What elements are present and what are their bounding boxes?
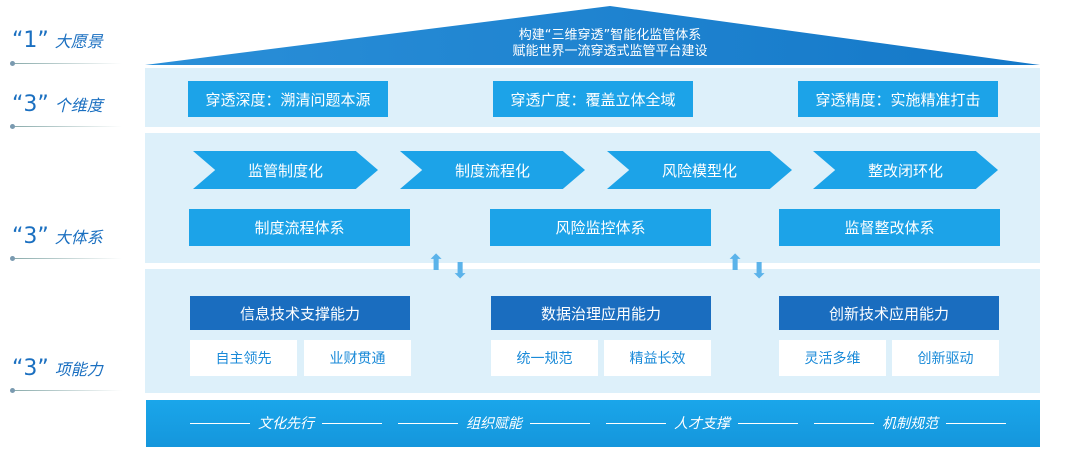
- arrow-down-icon: ⬇: [451, 259, 470, 284]
- capability-item: 精益长效: [604, 340, 711, 376]
- dimension-box: 穿透精度：实施精准打击: [798, 81, 998, 117]
- roof-text: 构建“三维穿透”智能化监管体系 赋能世界一流穿透式监管平台建设: [440, 28, 780, 60]
- label-num: “3”: [12, 92, 49, 117]
- process-step: 风险模型化: [607, 151, 792, 189]
- label-num: “1”: [12, 28, 49, 53]
- capability-title: 数据治理应用能力: [491, 296, 711, 330]
- system-box: 制度流程体系: [189, 209, 410, 246]
- foundation-item: 人才支撑: [606, 413, 798, 433]
- arrow-up-icon: ⬆: [726, 251, 745, 276]
- capability-title: 信息技术支撑能力: [190, 296, 410, 330]
- foundation-text: 人才支撑: [674, 416, 730, 432]
- label-text: 大愿景: [54, 32, 103, 51]
- label-num: “3”: [12, 356, 49, 381]
- system-box: 风险监控体系: [490, 209, 711, 246]
- label-text: 项能力: [54, 360, 103, 379]
- label-text: 大体系: [54, 228, 103, 247]
- label-vision: “1” 大愿景: [12, 28, 103, 53]
- label-capabilities: “3” 项能力: [12, 356, 103, 381]
- foundation-text: 机制规范: [882, 416, 938, 432]
- label-num: “3”: [12, 224, 49, 249]
- foundation-item: 机制规范: [814, 413, 1006, 433]
- foundation-text: 组织赋能: [466, 416, 522, 432]
- foundation-band: [146, 400, 1040, 447]
- capability-item: 创新驱动: [892, 340, 999, 376]
- roof-line2: 赋能世界一流穿透式监管平台建设: [512, 44, 708, 59]
- arrow-up-icon: ⬆: [427, 251, 446, 276]
- foundation-text: 文化先行: [258, 416, 314, 432]
- roof: [145, 6, 1040, 65]
- arrow-down-icon: ⬇: [750, 259, 769, 284]
- capability-title: 创新技术应用能力: [779, 296, 999, 330]
- process-step: 制度流程化: [400, 151, 585, 189]
- label-text: 个维度: [54, 96, 103, 115]
- roof-line1: 构建“三维穿透”智能化监管体系: [518, 28, 702, 43]
- capability-item: 业财贯通: [304, 340, 411, 376]
- divider: [10, 61, 122, 66]
- dimension-box: 穿透深度：溯清问题本源: [188, 81, 388, 117]
- capability-item: 灵活多维: [779, 340, 886, 376]
- foundation-item: 组织赋能: [398, 413, 590, 433]
- divider: [10, 256, 122, 261]
- foundation-item: 文化先行: [190, 413, 382, 433]
- label-systems: “3” 大体系: [12, 224, 103, 249]
- system-box: 监督整改体系: [779, 209, 1000, 246]
- dimension-box: 穿透广度：覆盖立体全域: [493, 81, 693, 117]
- capability-item: 自主领先: [190, 340, 297, 376]
- divider: [10, 124, 122, 129]
- divider: [10, 388, 122, 393]
- process-step: 监管制度化: [193, 151, 378, 189]
- process-step: 整改闭环化: [813, 151, 998, 189]
- capability-item: 统一规范: [491, 340, 598, 376]
- label-dimensions: “3” 个维度: [12, 92, 103, 117]
